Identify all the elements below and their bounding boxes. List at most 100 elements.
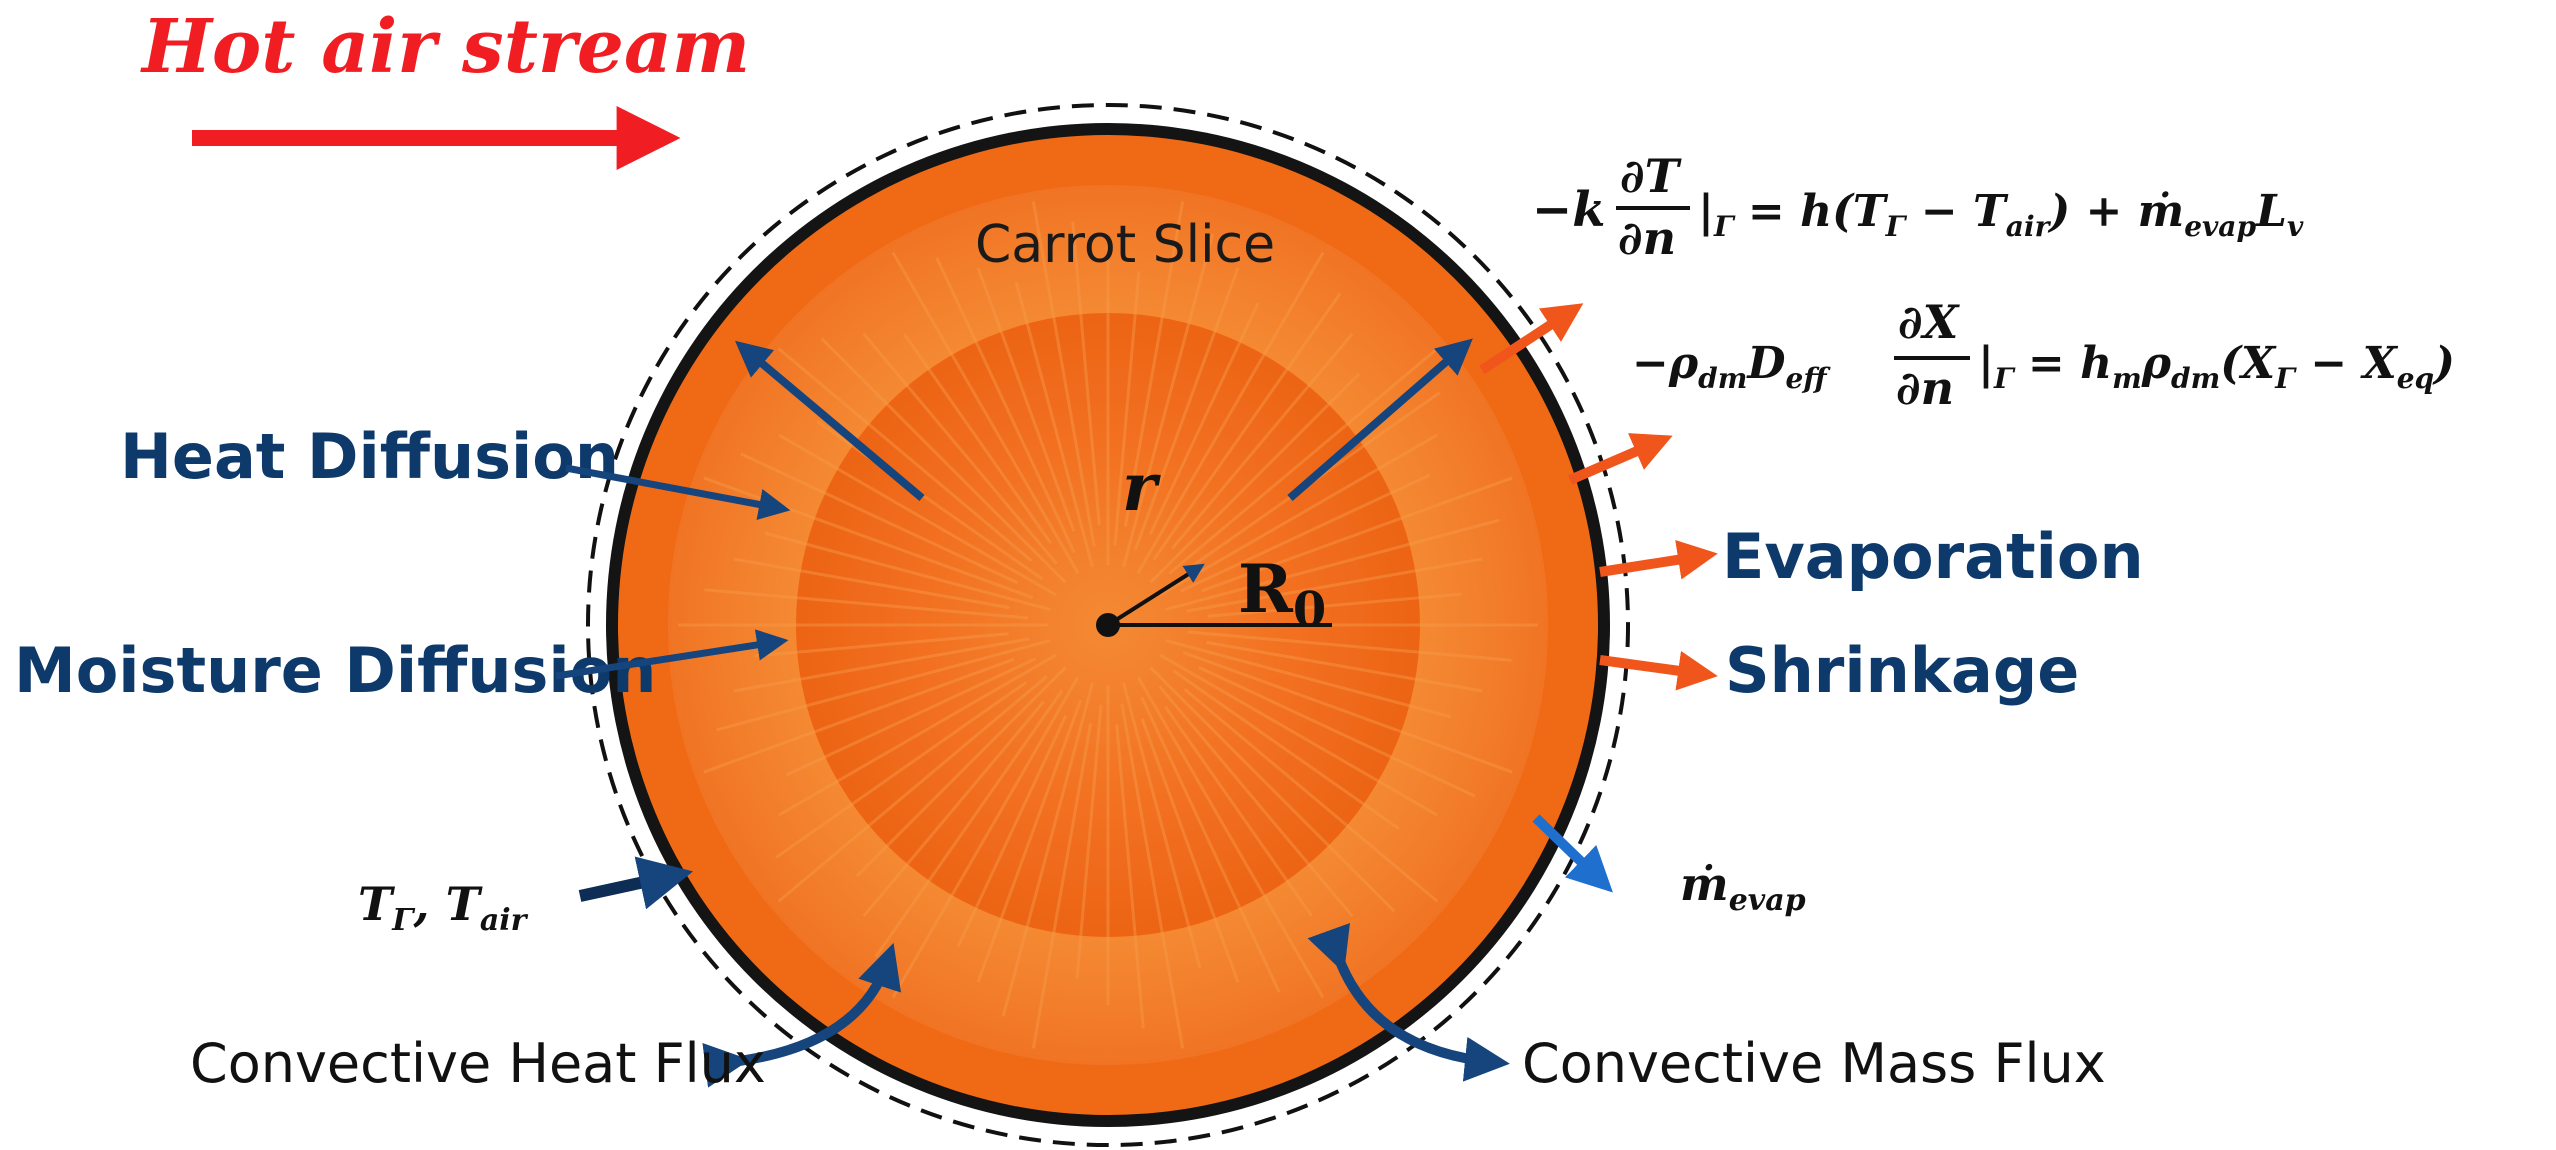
texture-ray [704, 588, 1029, 620]
texture-ray [1140, 696, 1281, 993]
mass-bc-rho-sub: dm [1698, 362, 1747, 395]
shrinkage-arrow [1599, 650, 1718, 691]
texture-ray [1159, 653, 1438, 817]
texture-ray [1071, 221, 1101, 526]
texture-ray [1187, 630, 1512, 662]
mevap-sub: evap [1729, 883, 1806, 918]
texture-ray [1122, 233, 1215, 568]
texture-ray [1001, 682, 1094, 1017]
heat-bc-L: L [2254, 186, 2287, 237]
mass-bc-rhs-rho: ρ [2141, 338, 2172, 389]
heat-diffusion-label: Heat Diffusion [120, 420, 619, 493]
texture-ray [777, 347, 1033, 562]
shrinkage-label: Shrinkage [1725, 634, 2079, 707]
mass-bc-minus: − X [2295, 338, 2399, 389]
texture-ray [1179, 473, 1431, 593]
heat-bc-k: −k [1532, 182, 1605, 238]
mevap-m: ṁ [1680, 857, 1729, 911]
texture-ray [816, 420, 1044, 581]
texture-ray [976, 699, 1083, 983]
r-label: r [1122, 448, 1161, 526]
mass-bc-sub-eq: eq [2397, 362, 2434, 395]
t-gamma: T [358, 877, 396, 931]
texture-ray [1149, 372, 1361, 584]
texture-ray [1133, 267, 1240, 551]
texture-ray [1197, 665, 1476, 798]
texture-ray [891, 676, 1080, 999]
r-arrow [1106, 563, 1205, 627]
mass-bc-D-sub: eff [1786, 362, 1832, 395]
texture-ray [1182, 650, 1513, 774]
texture-ray [1136, 676, 1325, 999]
texture-ray [775, 681, 1027, 859]
carrot-slice-label: Carrot Slice [975, 215, 1275, 275]
texture-ray [1123, 201, 1185, 527]
heat-bc-sub3: evap [2184, 210, 2256, 243]
flux-arrow-1 [1479, 303, 1584, 375]
texture-ray [1171, 332, 1354, 550]
texture-ray [764, 531, 1051, 611]
heat-bc-den: ∂n [1618, 211, 1676, 265]
texture-ray [1165, 518, 1500, 611]
texture-ray [1186, 557, 1483, 613]
texture-ray [1201, 476, 1513, 593]
texture-ray [1206, 640, 1483, 693]
texture-ray [733, 637, 1030, 693]
evaporation-arrow [1599, 539, 1718, 580]
convective-heat-flux-arrow [702, 942, 902, 1088]
convective-mass-flux-label: Convective Mass Flux [1522, 1032, 2106, 1095]
mass-bc-bar: | [1978, 338, 1994, 389]
texture-ray [874, 689, 1064, 958]
texture-ray [1014, 281, 1094, 568]
t-air-sub: air [480, 903, 529, 938]
texture-ray [777, 675, 1048, 903]
inner-arrow-upleft [734, 340, 925, 502]
mass-bc-bar-sub: Γ [1993, 362, 2016, 395]
texture-ray [1172, 669, 1400, 830]
texture-ray [891, 251, 1080, 574]
texture-ray [740, 452, 1019, 585]
mass-bc-open: (X [2220, 338, 2277, 389]
mass-bc-den: ∂n [1896, 361, 1954, 415]
texture-ray [820, 337, 1067, 584]
heat-bc-bar-sub: Γ [1713, 210, 1736, 243]
heat-bc-sub4: v [2287, 210, 2304, 243]
R0-label: R0 [1238, 550, 1326, 638]
texture-ray [1183, 688, 1439, 903]
temperature-label: TΓ, Tair [358, 877, 529, 938]
mass-bc-equation: −ρdmDeff ∂X ∂n |Γ= hmρdm(XΓ − Xeq) [1632, 295, 2455, 415]
texture-ray [1031, 201, 1096, 547]
texture-ray [785, 657, 1037, 777]
initial-boundary-dashed [586, 103, 1630, 1147]
texture-ray [935, 257, 1076, 554]
mass-bc-D: D [1745, 338, 1785, 389]
texture-ray [1165, 639, 1452, 719]
texture-ray [1164, 706, 1313, 917]
heat-diffusion-arrow [565, 464, 791, 520]
texture-ray [1075, 704, 1103, 979]
moisture-diffusion-arrow [555, 629, 789, 680]
t-gamma-sub: Γ [391, 903, 416, 938]
texture-ray [1115, 724, 1145, 1029]
hot-air-label: Hot air stream [140, 4, 750, 90]
texture-ray [733, 557, 1010, 610]
inner-arrow-upright [1287, 338, 1473, 502]
convective-heat-flux-label: Convective Heat Flux [190, 1032, 766, 1095]
mass-bc-lhs: −ρdmDeff [1632, 338, 1831, 395]
texture-ray [976, 267, 1076, 532]
mass-bc-eq: = h [2028, 338, 2112, 389]
t-air: , T [413, 877, 484, 931]
texture-ray [778, 653, 1057, 817]
texture-ray [1140, 718, 1240, 983]
heat-bc-bar: | [1698, 186, 1714, 237]
texture-ray [1031, 723, 1093, 1049]
heat-bc-equation: −k ∂T ∂n |Γ= h(TΓ − Tair) + ṁevapLv [1532, 149, 2304, 265]
mass-bc-rhs: |Γ= hmρdm(XΓ − Xeq) [1978, 338, 2455, 395]
heat-bc-rhs: |Γ= h(TΓ − Tair) + ṁevapLv [1698, 186, 2304, 243]
texture-ray [754, 632, 1009, 658]
mass-bc-sub-m: m [2112, 362, 2142, 395]
heat-bc-sub2: air [2006, 210, 2052, 243]
mevap-arrow [1532, 814, 1613, 893]
convective-mass-flux-arrow [1307, 922, 1510, 1082]
